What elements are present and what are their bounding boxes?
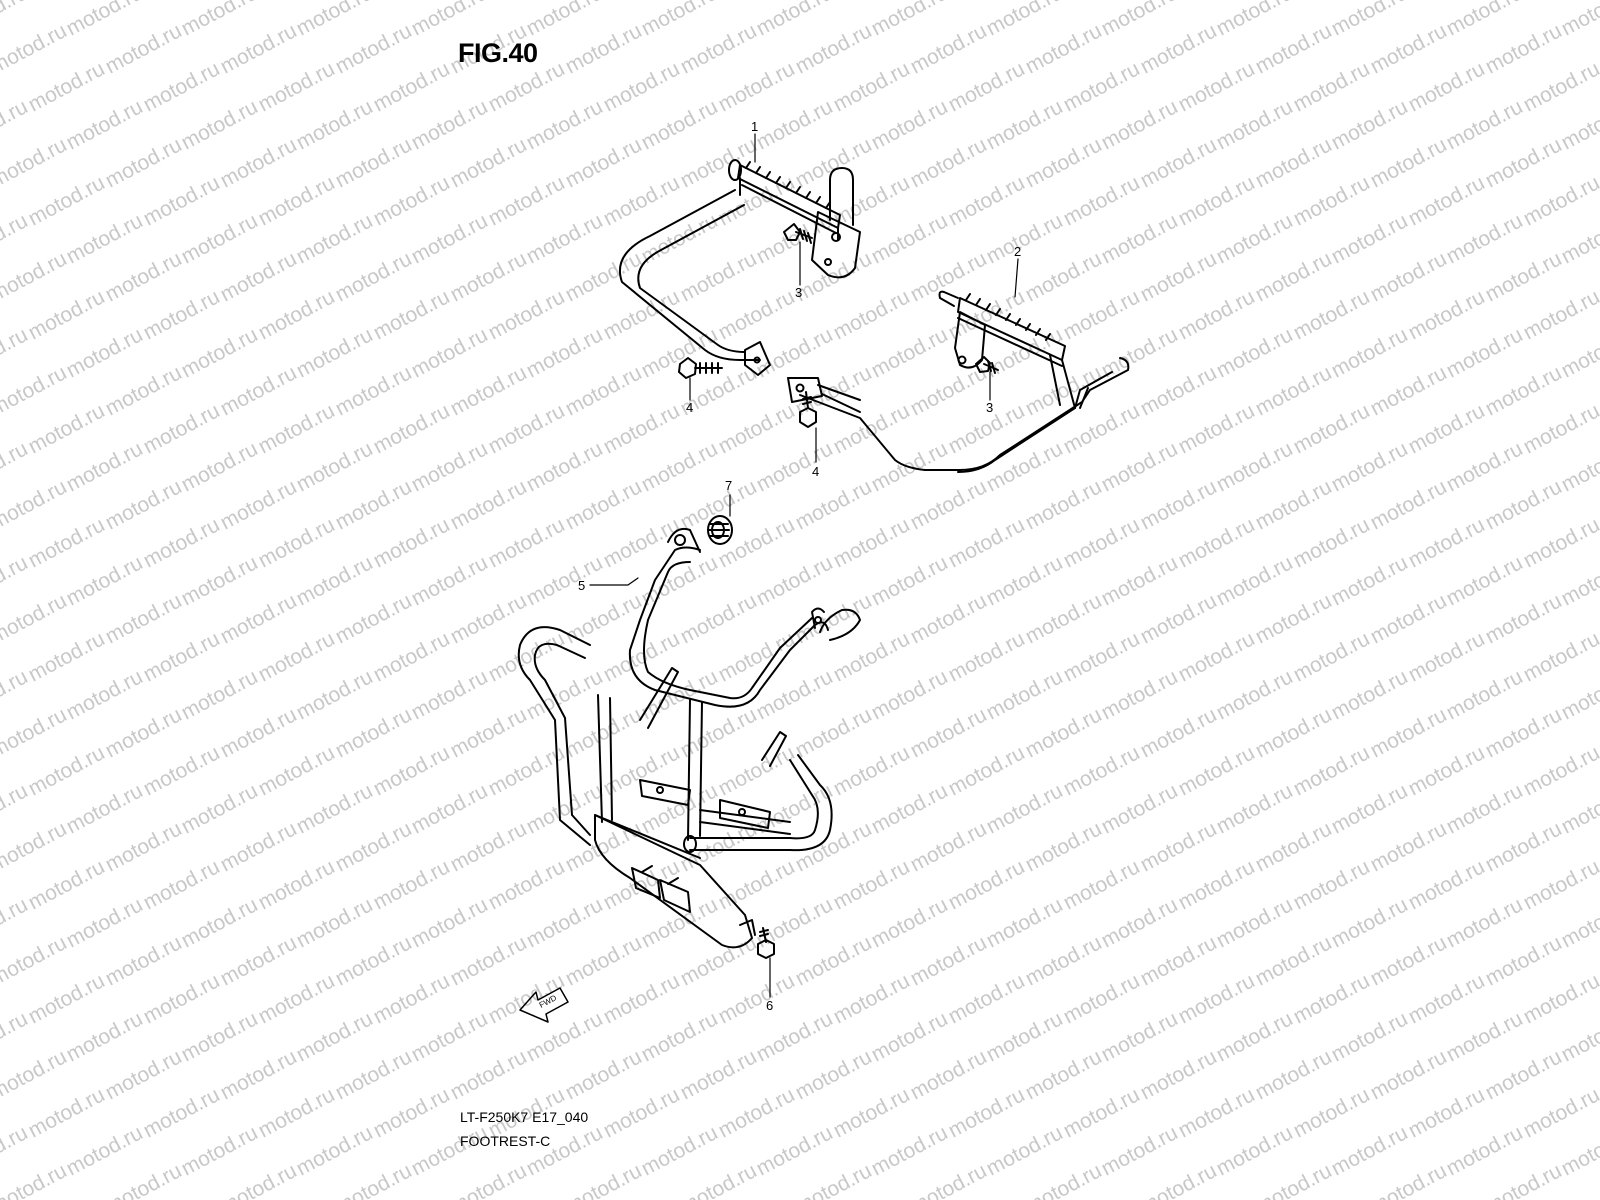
front-guard	[517, 527, 861, 949]
callout-7: 7	[725, 478, 732, 493]
figure-code: LT-F250K7 E17_040	[460, 1109, 589, 1125]
callout-4-left: 4	[812, 464, 819, 479]
callout-3-left: 3	[986, 400, 993, 415]
footrest-left	[787, 290, 1130, 473]
callout-2: 2	[1014, 244, 1021, 259]
bolt-guard	[757, 927, 775, 959]
bolt-footrest-right	[783, 223, 813, 244]
footrest-right	[618, 159, 861, 376]
figure-name: FOOTREST-C	[460, 1133, 551, 1149]
callout-6: 6	[766, 998, 773, 1013]
fwd-label: FWD	[538, 993, 559, 1010]
fwd-arrow-icon: FWD	[519, 987, 569, 1023]
callout-1: 1	[751, 119, 758, 134]
bolt-bracket-left	[799, 391, 817, 428]
bolt-footrest-left	[975, 356, 999, 374]
callout-4-right: 4	[686, 400, 693, 415]
callout-5: 5	[578, 578, 585, 593]
figure-title: FIG.40	[458, 38, 538, 68]
grommet	[707, 515, 733, 545]
callout-3-right: 3	[795, 285, 802, 300]
bolt-bracket-right	[678, 357, 723, 379]
callout-leaders	[589, 133, 1019, 998]
